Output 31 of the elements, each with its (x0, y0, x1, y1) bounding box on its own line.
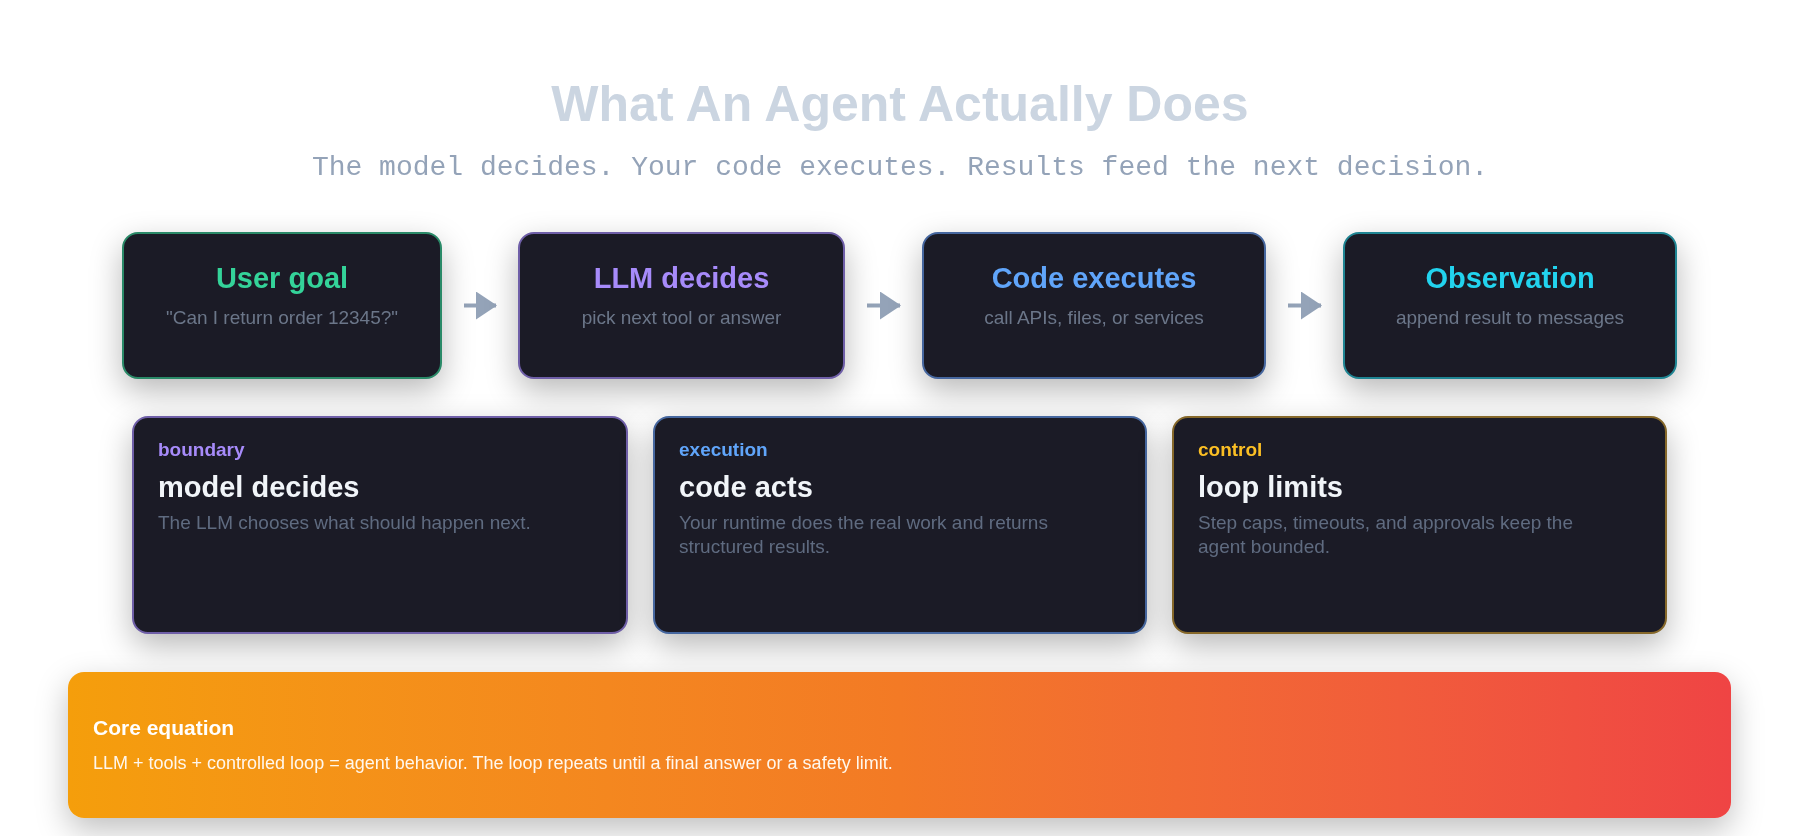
step-description: append result to messages (1395, 306, 1625, 330)
step-title: Observation (1425, 261, 1595, 296)
card-description: The LLM chooses what should happen next. (158, 511, 531, 535)
step-title: LLM decides (593, 261, 770, 296)
card-title: code acts (679, 470, 813, 505)
step-box (1343, 232, 1677, 379)
banner-title: Core equation (93, 715, 236, 741)
arrow (867, 291, 901, 320)
summary-banner (68, 672, 1731, 818)
card-description: Step caps, timeouts, and approvals keep the agent bounded. (1198, 511, 1574, 559)
info-card (132, 416, 628, 634)
category-label: execution (679, 438, 768, 462)
card-description: Your runtime does the real work and returns structured results. (679, 511, 1049, 559)
step-description: "Can I return order 12345?" (165, 306, 399, 330)
step-box (922, 232, 1266, 379)
step-title: Code executes (991, 261, 1197, 296)
category-label: boundary (158, 438, 245, 462)
step-box (122, 232, 442, 379)
info-card (653, 416, 1147, 634)
card-title: model decides (158, 470, 360, 505)
card-title: loop limits (1198, 470, 1343, 505)
arrow (1288, 291, 1322, 320)
arrow (464, 291, 497, 320)
step-title: User goal (215, 261, 349, 296)
step-description: call APIs, files, or services (984, 306, 1204, 330)
info-card (1172, 416, 1667, 634)
step-description: pick next tool or answer (581, 306, 782, 330)
category-label: control (1198, 438, 1263, 462)
subtitle: The model decides. Your code executes. Results feed the next decision. (311, 151, 1489, 185)
step-box (518, 232, 845, 379)
banner-text: LLM + tools + controlled loop = agent behavior. The loop repeats until a final answer or a safety limit. (93, 752, 894, 775)
